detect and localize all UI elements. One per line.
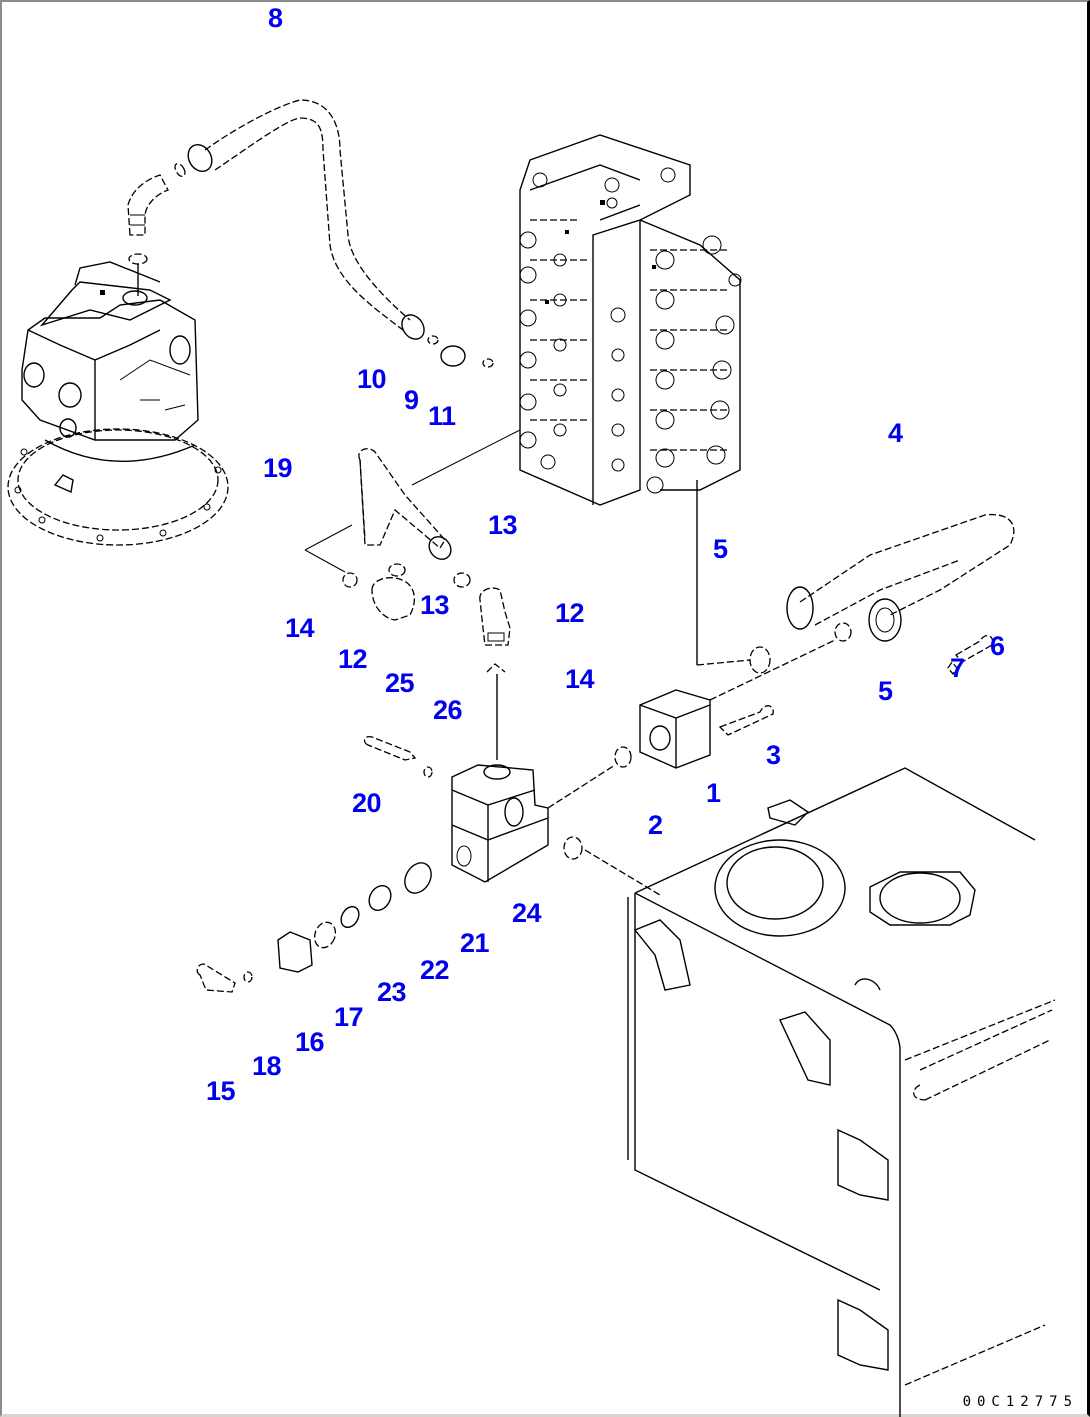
washer-26 [423,766,433,778]
callout-13-lower: 13 [420,590,450,620]
callout-8: 8 [268,3,283,33]
bolt-3 [718,705,774,736]
callout-22: 15 [206,1076,236,1106]
o-ring-2 [614,746,632,768]
callout-14-left: 14 [285,613,315,643]
leader-14-group [304,524,353,573]
hose-15 [358,429,521,560]
washer-23 [243,971,253,983]
callout-7: 7 [950,653,965,683]
o-ring-10 [427,335,439,345]
cover-20 [277,931,313,973]
hose-4 [786,513,1015,642]
o-ring-5-lower [834,622,852,642]
o-ring-14-left [342,572,358,588]
callout-20: 16 [295,1027,325,1057]
callout-4: 4 [888,418,903,448]
o-ring-14-right [486,663,506,673]
control-valve [519,134,742,665]
callout-18: 22 [420,955,450,985]
callout-1: 1 [706,778,721,808]
ring-19 [340,905,360,929]
spool-17 [404,862,432,894]
elbow-fitting-12-right [479,587,511,646]
callout-9: 9 [404,385,419,415]
elbow-fitting-12-left [371,577,416,621]
callout-15: 19 [263,453,293,483]
block-1 [639,689,711,769]
callout-12-right: 12 [555,598,585,628]
callout-5-lower: 5 [878,676,893,706]
callout-16: 20 [352,788,382,818]
callout-21: 17 [334,1002,364,1032]
hose-8 [127,99,425,340]
o-ring-21 [313,921,337,949]
o-ring-11 [482,358,494,368]
callout-24: 24 [512,898,542,928]
callout-3: 3 [766,740,781,770]
callout-13-upper: 13 [488,510,518,540]
callout-10: 10 [357,364,387,394]
callout-5-upper: 5 [713,534,728,564]
callout-11: 11 [428,401,456,431]
valve-block-16 [451,764,549,883]
callout-14-right: 14 [565,664,595,694]
washer-7 [947,660,958,676]
hydraulic-tank [627,767,1056,1417]
drawing-code: 00C12775 [962,1394,1078,1410]
bolt-22 [196,963,236,993]
callout-2: 2 [648,810,663,840]
o-ring-13-left [388,563,406,577]
bolt-25 [363,736,417,761]
fitting-9 [440,345,466,367]
callout-23: 18 [252,1051,282,1081]
o-ring-24 [563,836,583,860]
callout-19: 23 [377,977,407,1007]
callout-17: 21 [460,928,490,958]
callout-25: 25 [385,668,415,698]
o-ring-13-right [453,572,471,588]
o-ring-5-upper [749,646,771,674]
callout-26: 26 [433,695,463,725]
spring-18 [368,884,392,912]
callout-12-left: 12 [338,644,368,674]
callout-6: 6 [990,631,1005,661]
swing-motor [7,253,229,546]
